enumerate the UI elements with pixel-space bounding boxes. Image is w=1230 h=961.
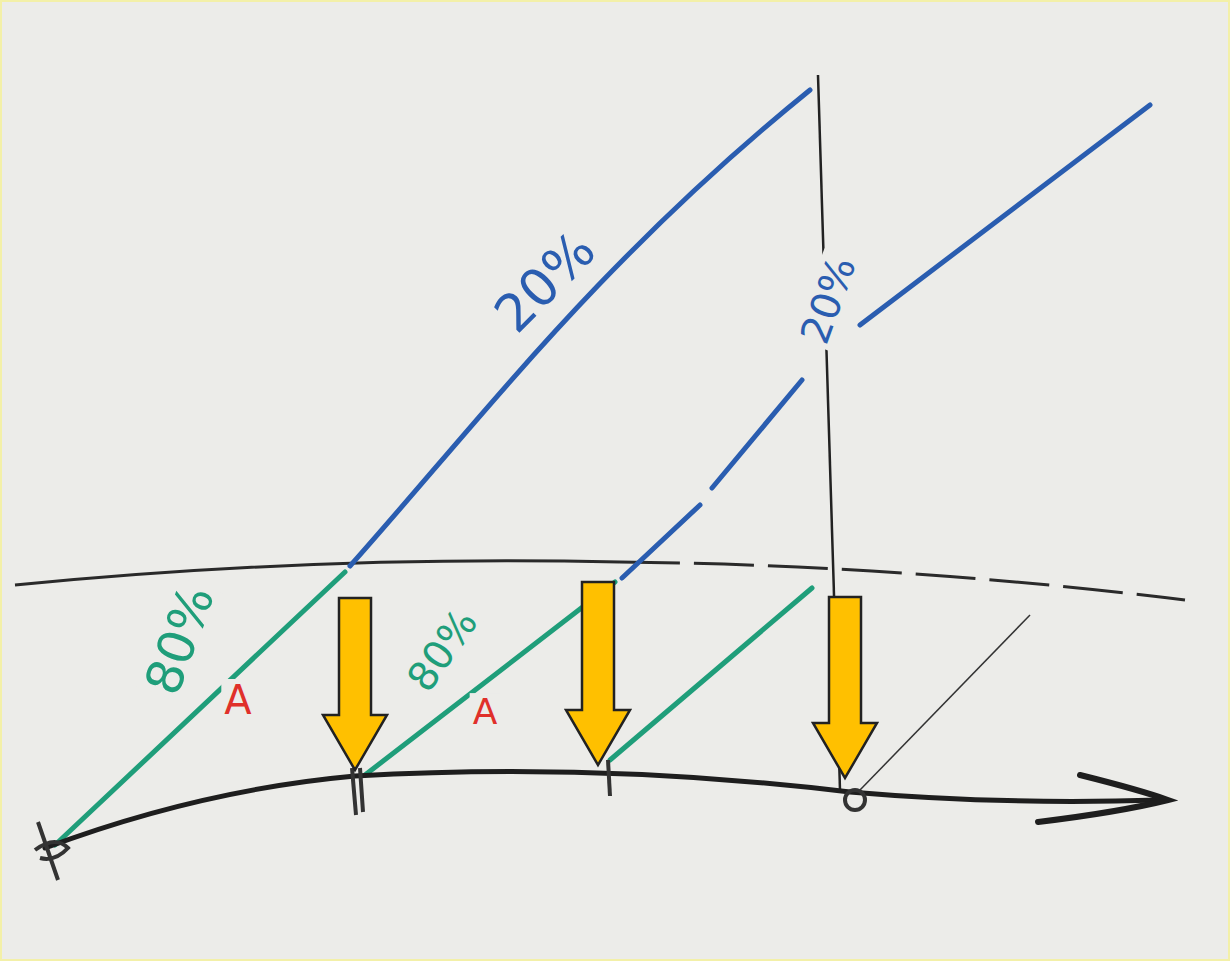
blue-line: [622, 505, 700, 578]
thin-line: [860, 615, 1030, 790]
threshold-line: [15, 561, 620, 585]
origin-marker: [35, 822, 68, 880]
green-line: [610, 588, 812, 760]
blue-line: [712, 380, 802, 488]
percentage-label: 80%: [135, 576, 224, 704]
yellow-arrow: [813, 597, 877, 778]
yellow-arrow: [323, 598, 387, 770]
blue-line: [350, 90, 810, 566]
green-line: [365, 582, 615, 775]
percentage-label: 20%: [483, 220, 608, 345]
green-line: [55, 572, 345, 845]
time-axis: [45, 772, 1160, 848]
percentage-label: 80%: [398, 599, 487, 701]
percentage-label: 20%: [792, 248, 864, 352]
point-marker: [845, 790, 865, 810]
yellow-arrow: [566, 582, 630, 765]
tick-mark: [352, 768, 363, 815]
blue-line: [860, 105, 1150, 325]
tick-mark: [608, 760, 610, 796]
marker-letter: A: [470, 693, 501, 731]
axis-arrowhead: [1038, 775, 1168, 822]
threshold-line-dashed: [620, 562, 1185, 600]
marker-letter: A: [221, 679, 254, 721]
